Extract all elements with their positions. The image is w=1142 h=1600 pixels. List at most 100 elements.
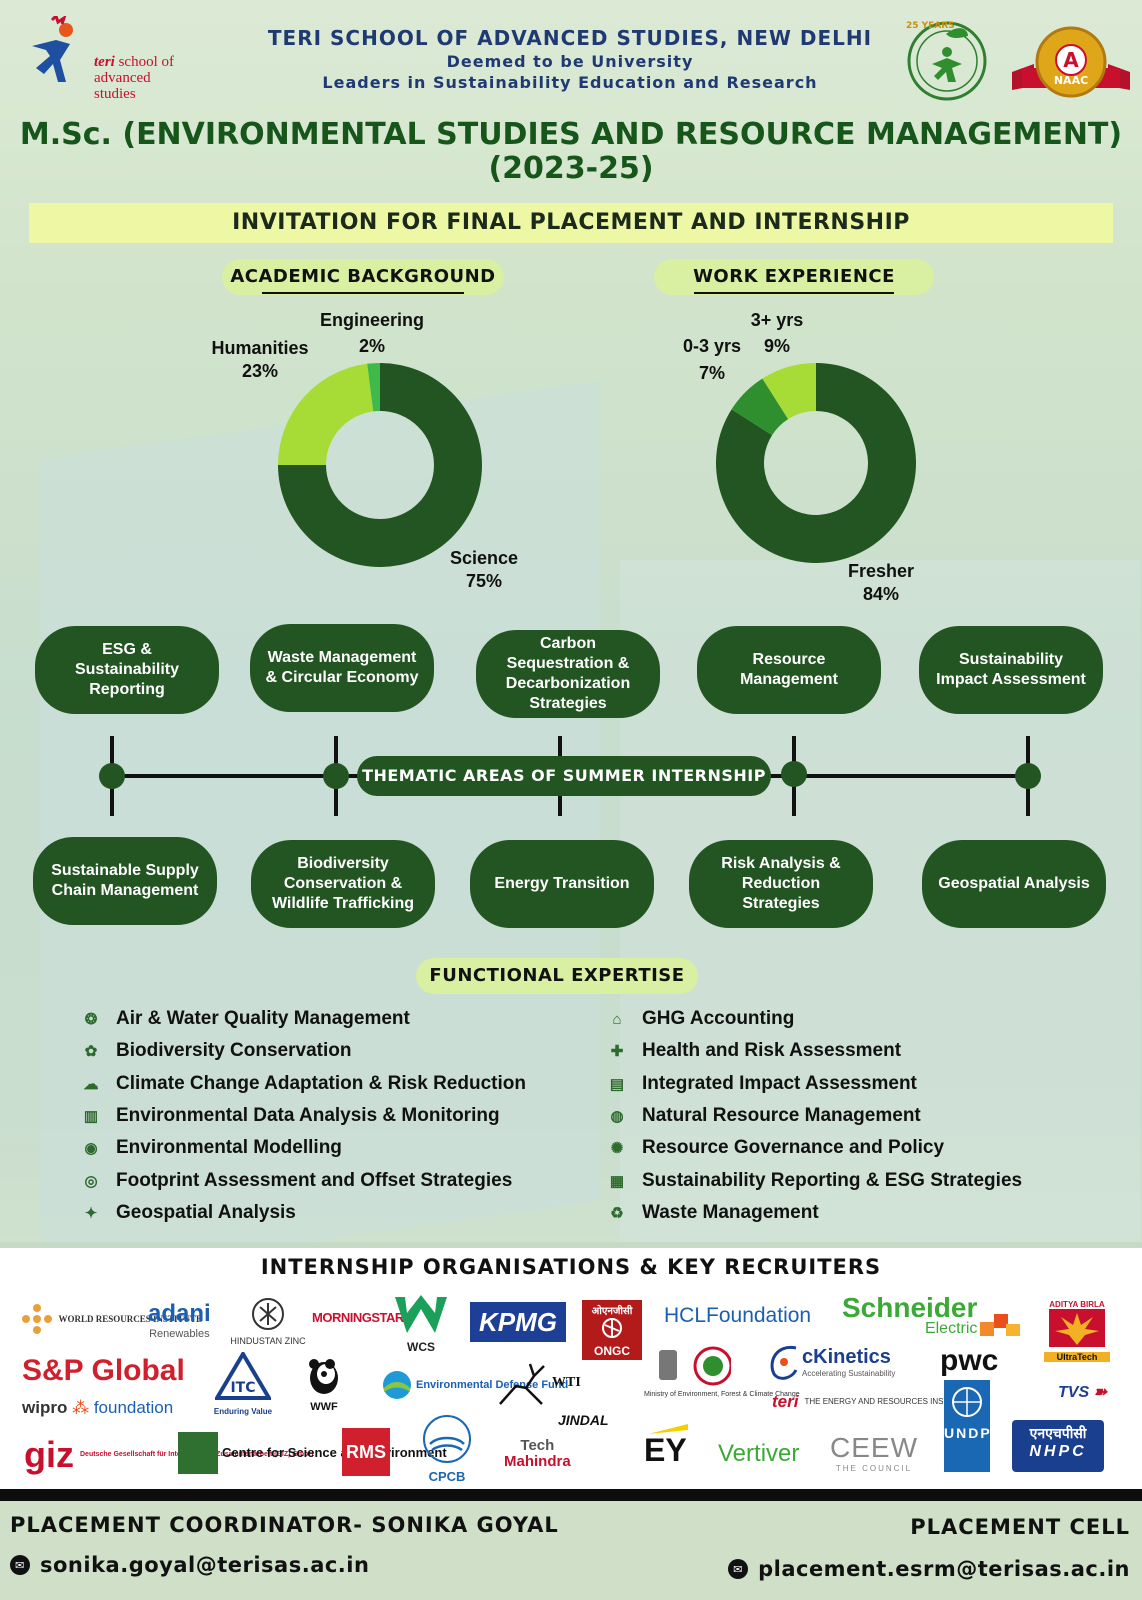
expertise-label: Resource Governance and Policy: [642, 1137, 945, 1159]
science-label: Science: [449, 548, 519, 568]
academic-label-engineering: Engineering 2%: [312, 309, 432, 358]
donut-slice-fresher: [716, 363, 916, 563]
logo-teri-text: teri: [94, 54, 115, 70]
vertiver-logo: Vertiver: [718, 1440, 800, 1467]
runner-icon: [32, 16, 73, 82]
expertise-item: ▥Environmental Data Analysis & Monitorin…: [80, 1100, 600, 1132]
cse-leaf-icon: [178, 1432, 218, 1474]
ongc-text: ONGC: [594, 1344, 630, 1358]
tvs-text: TVS: [1058, 1384, 1090, 1401]
ey-logo: EY: [644, 1424, 688, 1469]
naac-label: NAAC: [1054, 74, 1088, 87]
logo-school-text: school of: [118, 54, 175, 70]
email-icon: ✉: [10, 1555, 30, 1575]
expertise-item: ✚ Health and Risk Assessment: [606, 1035, 1126, 1067]
placement-coordinator: PLACEMENT COORDINATOR- SONIKA GOYAL: [10, 1513, 559, 1537]
moefcc-text: Ministry of Environment, Forest & Climat…: [644, 1391, 800, 1398]
ceew-sub: THE COUNCIL: [835, 1464, 913, 1473]
birla-sun-icon: [1049, 1309, 1105, 1347]
header: teri school of advanced studies TERI SCH…: [0, 0, 1142, 110]
humanities-pct: 23%: [241, 361, 279, 381]
ongc-emblem-icon: [602, 1318, 622, 1338]
deer-icon: [499, 1363, 545, 1405]
cell-email-link[interactable]: ✉ placement.esrm@terisas.ac.in: [728, 1557, 1130, 1581]
academic-heading-text: ACADEMIC BACKGROUND: [230, 266, 496, 287]
jindal-logo: JINDAL: [558, 1412, 609, 1428]
academic-donut-chart: [278, 363, 482, 567]
expertise-label: Integrated Impact Assessment: [642, 1072, 917, 1094]
theme-waste: Waste Management & Circular Economy: [250, 624, 434, 712]
cse-logo: Centre for Science and Environment: [178, 1432, 447, 1474]
schneider-text: Schneider: [842, 1292, 978, 1323]
hzl-emblem-icon: [252, 1298, 284, 1330]
nhpc-hindi: एनएचपीसी: [1029, 1425, 1087, 1441]
invitation-banner: INVITATION FOR FINAL PLACEMENT AND INTER…: [29, 203, 1113, 243]
expertise-label: Geospatial Analysis: [116, 1201, 296, 1223]
donut-slice-science: [278, 363, 482, 567]
expertise-item: ◉Environmental Modelling: [80, 1132, 600, 1164]
nhpc-text: NHPC: [1029, 1443, 1087, 1460]
expertise-item: ❂ Air & Water Quality Management: [80, 1003, 600, 1035]
science-pct: 75%: [465, 571, 503, 591]
expertise-label: Air & Water Quality Management: [116, 1008, 410, 1030]
expertise-list-left: ❂ Air & Water Quality Management ✿Biodiver…: [80, 1003, 600, 1229]
theme-risk: Risk Analysis & Reduction Strategies: [689, 840, 873, 928]
expertise-label: Health and Risk Assessment: [642, 1040, 902, 1062]
svg-text:ITC: ITC: [230, 1380, 255, 1396]
recruiters-heading: INTERNSHIP ORGANISATIONS & KEY RECRUITER…: [260, 1255, 882, 1279]
work-donut-chart: [716, 363, 916, 563]
theme-sia: Sustainability Impact Assessment: [919, 626, 1103, 714]
deemed-university: Deemed to be University: [446, 52, 694, 71]
expertise-item: ◎ Footprint Assessment and Offset Strateg…: [80, 1164, 600, 1196]
tech-mahindra-logo: Tech Mahindra: [504, 1438, 571, 1470]
modelling-icon: ◉: [84, 1140, 98, 1158]
anniversary-logo: 25 YEARS: [906, 21, 987, 101]
undp-logo: UNDP: [944, 1380, 990, 1472]
hindustan-zinc-logo: HINDUSTAN ZINC: [224, 1297, 312, 1346]
expertise-item: ♻Waste Management: [606, 1197, 1126, 1229]
coordinator-email-link[interactable]: ✉ sonika.goyal@terisas.ac.in: [10, 1553, 369, 1577]
health-icon: ✚: [610, 1043, 624, 1061]
wwf-logo: WWF: [302, 1356, 346, 1413]
expertise-label: Footprint Assessment and Offset Strategi…: [116, 1169, 513, 1191]
birla-text: ADITYA BIRLA: [1049, 1300, 1105, 1309]
tvs-logo: TVS ➽: [1058, 1382, 1107, 1402]
cse-text: Centre for Science and Environment: [222, 1445, 447, 1460]
humanities-label: Humanities: [211, 338, 309, 358]
cpcb-text: CPCB: [428, 1469, 466, 1484]
wri-logo: WORLD RESOURCES INSTITUTE: [20, 1302, 202, 1336]
panda-icon: [309, 1359, 338, 1394]
expertise-item: ◍Natural Resource Management: [606, 1100, 1126, 1132]
university-name: TERI SCHOOL OF ADVANCED STUDIES, NEW DEL…: [267, 26, 873, 50]
undp-text: UNDP: [944, 1425, 992, 1441]
thematic-areas-title: THEMATIC AREAS OF SUMMER INTERNSHIP: [357, 756, 771, 796]
wwf-text: WWF: [310, 1401, 338, 1413]
rms-logo: RMS: [342, 1428, 390, 1476]
expertise-label: Natural Resource Management: [642, 1105, 921, 1127]
moefcc-emblems-icon: [659, 1346, 733, 1386]
air-water-icon: ❂: [84, 1011, 98, 1029]
footprint-icon: ◎: [84, 1172, 98, 1190]
expertise-item: ✿Biodiversity Conservation: [80, 1035, 600, 1067]
itc-text: Enduring Value: [213, 1407, 273, 1416]
edf-logo: Environmental Defense Fund: [382, 1370, 568, 1400]
work-heading: WORK EXPERIENCE: [654, 259, 934, 295]
theme-esg: ESG & Sustainability Reporting: [35, 626, 219, 714]
expertise-label: Sustainability Reporting & ESG Strategie…: [642, 1169, 1023, 1191]
expertise-item: ▦Sustainability Reporting & ESG Strategi…: [606, 1164, 1126, 1196]
academic-label-humanities: Humanities 23%: [200, 337, 320, 383]
techm-text-1: Tech: [520, 1437, 555, 1454]
expertise-item: ✦Geospatial Analysis: [80, 1197, 600, 1229]
ey-text: EY: [644, 1432, 687, 1468]
ckinetics-sub: Accelerating Sustainability: [802, 1369, 896, 1378]
tvs-horse-icon: ➽: [1093, 1384, 1107, 1401]
expertise-label: Climate Change Adaptation & Risk Reducti…: [116, 1072, 526, 1094]
anniversary-text: 25 YEARS: [906, 21, 955, 31]
teri-institute-text: THE ENERGY AND RESOURCES INSTITUTE: [804, 1397, 972, 1406]
expertise-label: Biodiversity Conservation: [116, 1040, 352, 1062]
teri-sas-logo: teri school of advanced studies: [22, 14, 192, 102]
morningstar-logo: MORNINGSTAR: [312, 1310, 404, 1325]
giz-text: giz: [24, 1434, 74, 1475]
expertise-item: ☁Climate Change Adaptation & Risk Reduct…: [80, 1068, 600, 1100]
teri-text: teri: [772, 1392, 799, 1411]
